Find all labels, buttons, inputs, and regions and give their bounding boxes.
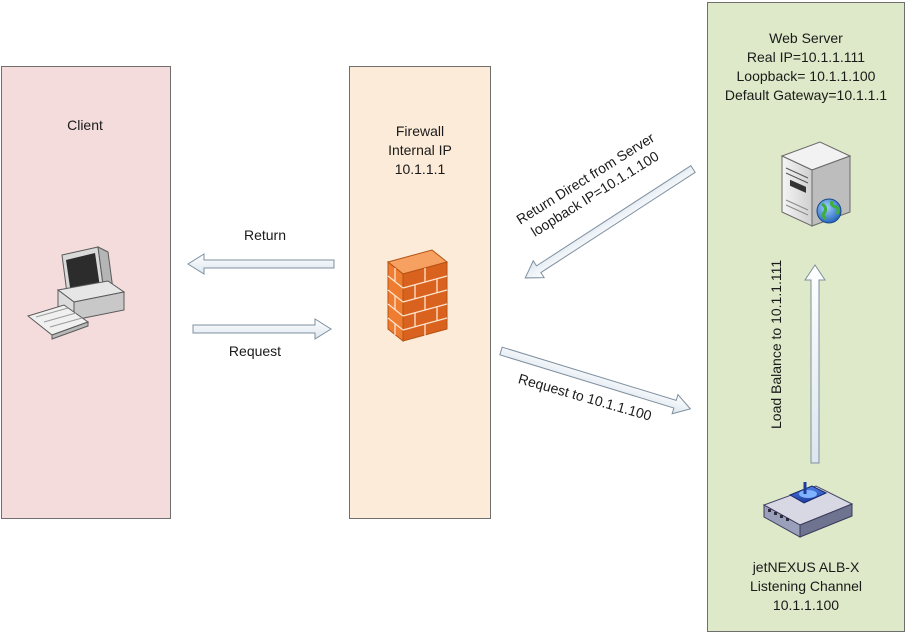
alb-label-line: Listening Channel [749,578,863,594]
firewall-label-line: 10.1.1.1 [394,161,446,177]
web-server-label: Web Server Real IP=10.1.1.111 Loopback= … [707,29,905,105]
web-server-label-line: Web Server [769,30,843,46]
load-balance-label: Load Balance to 10.1.1.111 [768,259,784,429]
request-label: Request [228,343,282,359]
firewall-label-line: Internal IP [388,142,452,158]
web-server-panel [707,2,905,632]
alb-label: jetNEXUS ALB-X Listening Channel 10.1.1.… [707,558,905,615]
request-to-arrow [499,346,692,415]
web-server-label-line: Real IP=10.1.1.111 [746,49,866,65]
globe-icon [816,198,842,224]
alb-label-line: 10.1.1.100 [772,597,840,613]
computer-icon [26,246,126,340]
load-balancer-icon [762,482,854,538]
firewall-icon [386,249,449,343]
load-balance-arrow [804,264,826,464]
client-title: Client [67,117,103,133]
web-server-label-line: Loopback= 10.1.1.100 [736,68,876,84]
request-arrow [192,318,332,340]
web-server-label-line: Default Gateway=10.1.1.1 [724,87,888,103]
firewall-label: Firewall Internal IP 10.1.1.1 [349,122,491,179]
firewall-label-line: Firewall [395,123,445,139]
return-arrow [187,253,335,275]
alb-label-line: jetNEXUS ALB-X [752,559,860,575]
return-label: Return [243,227,287,243]
return-direct-arrow [524,164,696,279]
